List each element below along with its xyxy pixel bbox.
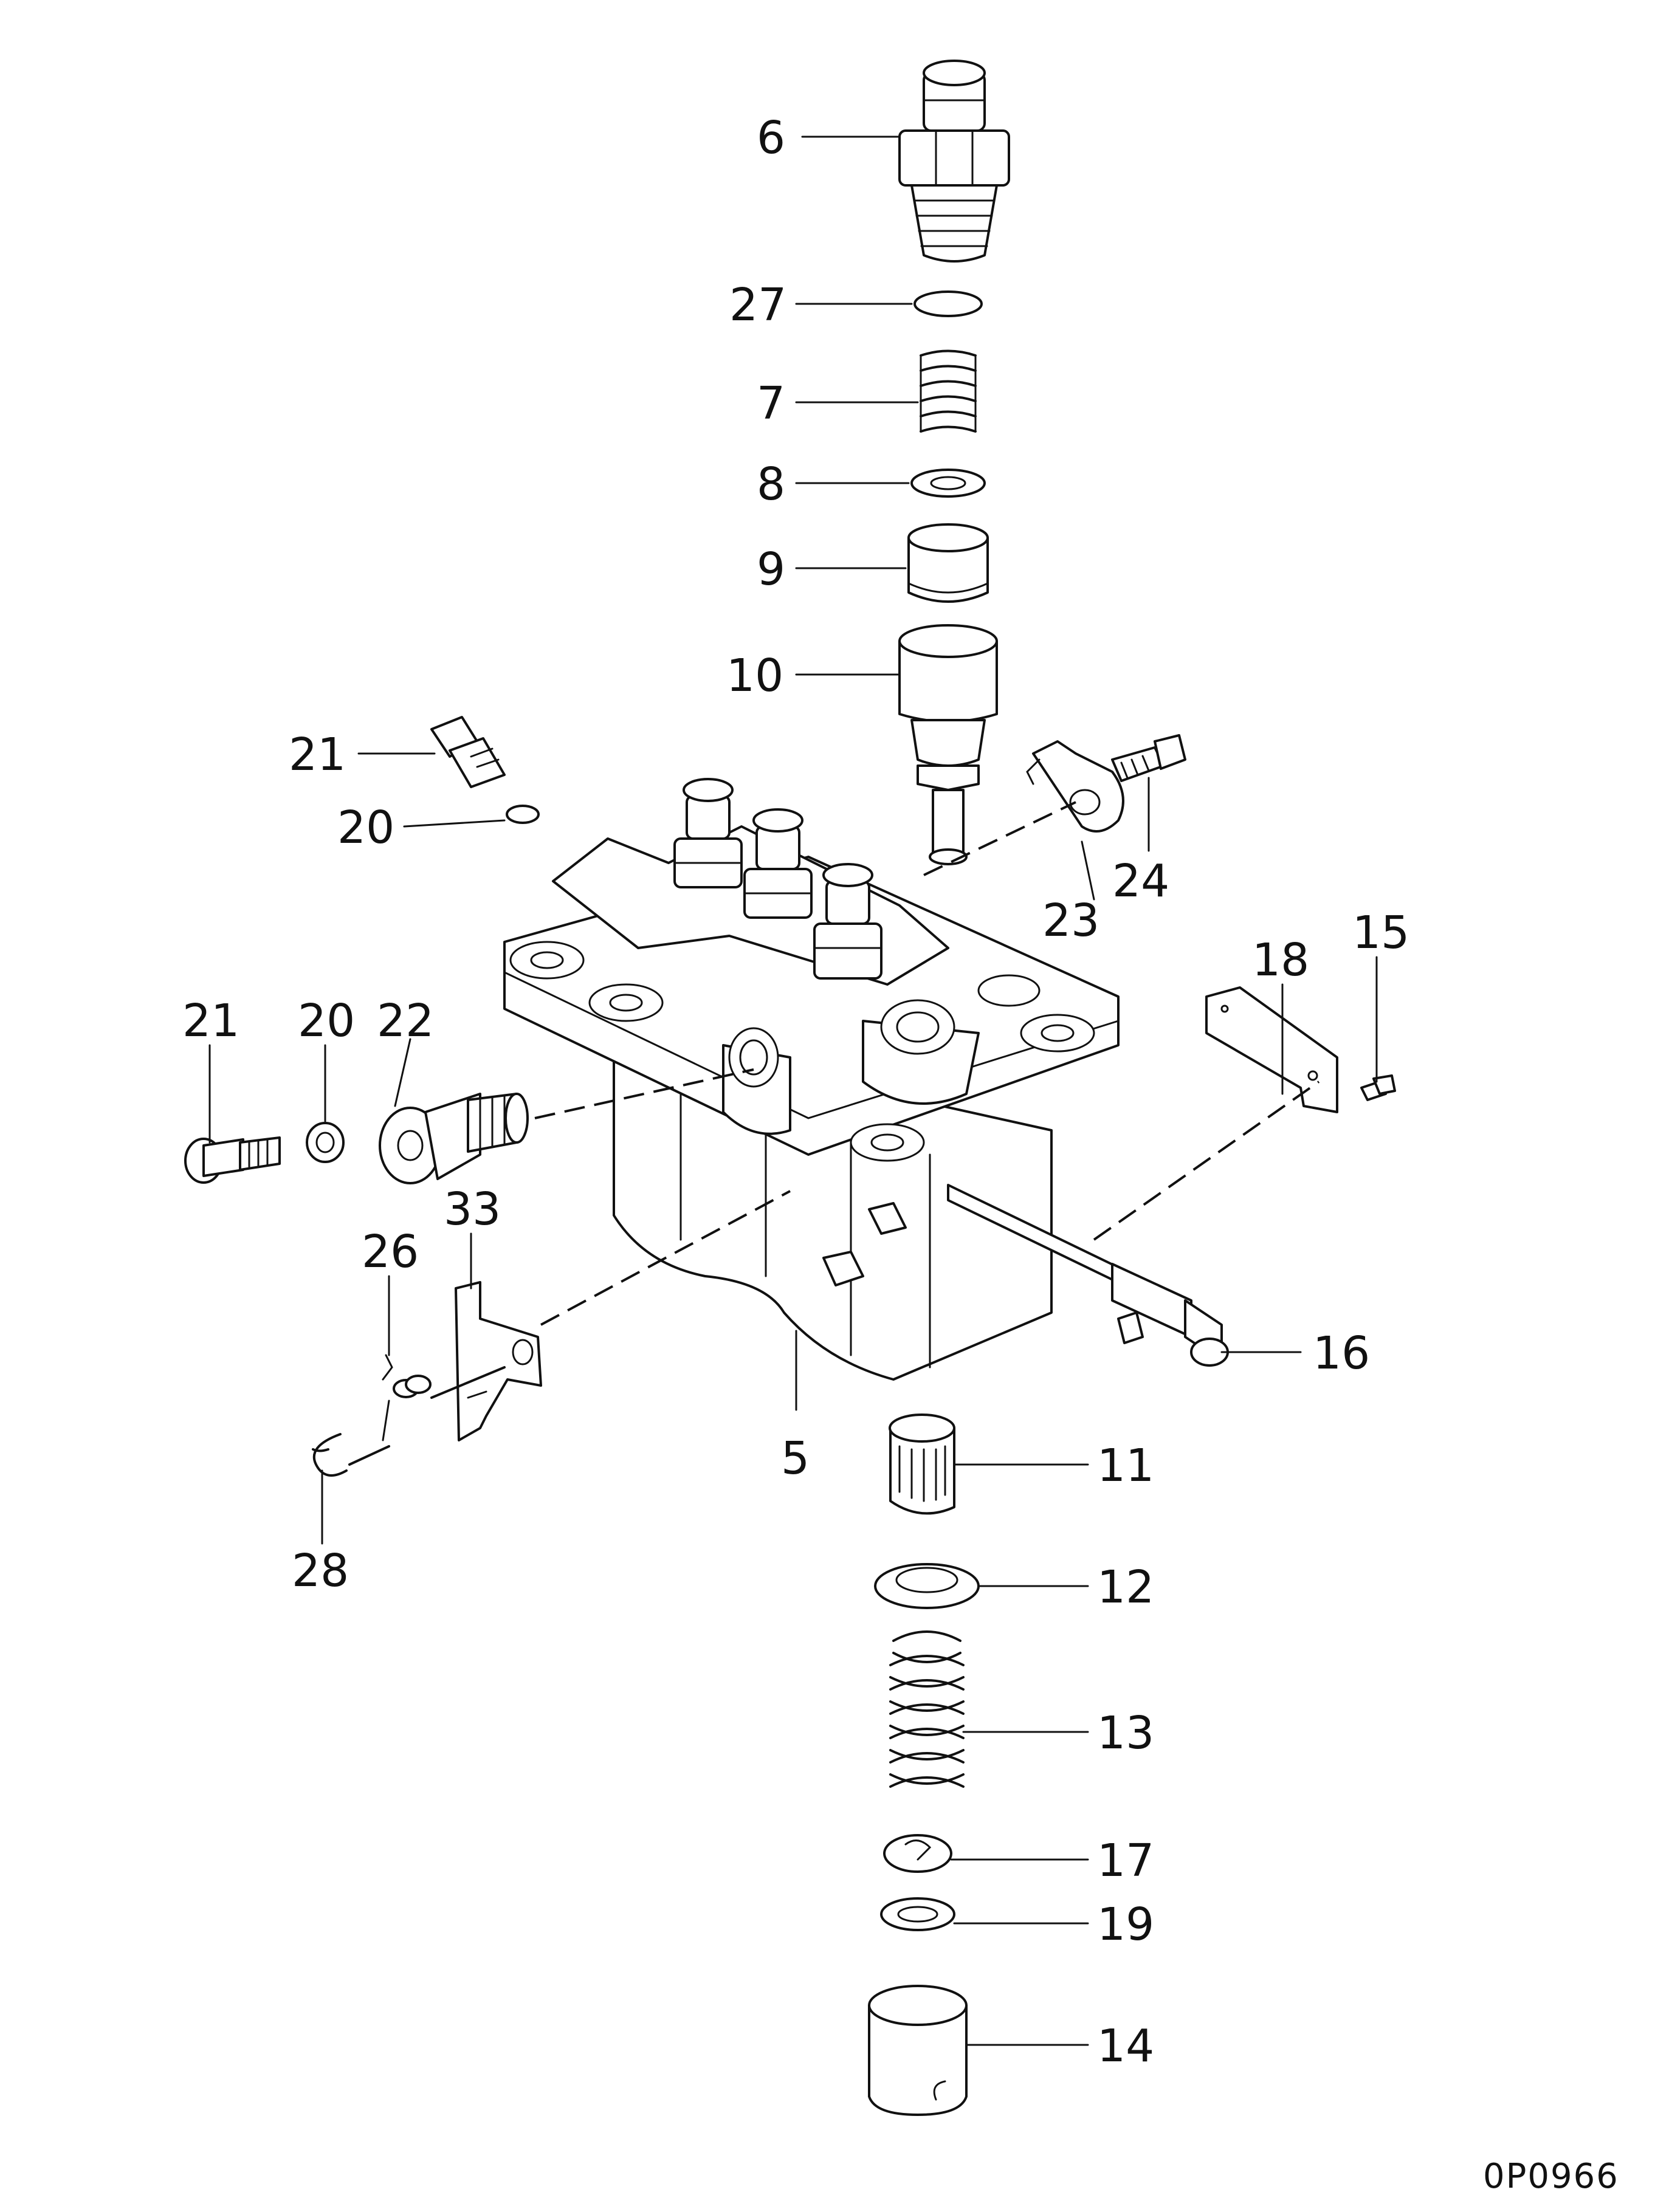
part-delivery-valve	[907, 523, 989, 603]
assembly-lines	[348, 801, 1320, 1466]
part-snap-ring	[312, 1433, 348, 1477]
part-plunger-spring	[889, 1630, 965, 1788]
part-cover-plate	[1205, 986, 1338, 1113]
part-clamp-bolt	[1111, 734, 1186, 782]
part-control-sleeve	[889, 1413, 955, 1515]
part-tappet	[868, 1985, 968, 2116]
callout-28: 28	[292, 1545, 349, 1597]
pump-housing	[503, 825, 1120, 1381]
callout-6: 6	[757, 112, 785, 164]
callout-17: 17	[1097, 1835, 1154, 1887]
callout-20-lower: 20	[298, 995, 355, 1047]
delivery-valve-holders	[673, 778, 882, 980]
part-clamp	[1026, 740, 1124, 833]
callout-15: 15	[1352, 907, 1409, 959]
callout-11: 11	[1097, 1440, 1154, 1492]
callout-23: 23	[1042, 895, 1099, 947]
part-banjo-bolt-lower	[184, 1136, 281, 1184]
part-gasket-upper	[506, 805, 540, 824]
callout-19: 19	[1097, 1898, 1154, 1951]
drawing-code: 0P0966	[1483, 2157, 1619, 2196]
callout-22: 22	[377, 995, 434, 1047]
part-spring-upper-seat	[874, 1563, 980, 1609]
callout-8: 8	[757, 458, 785, 510]
part-plate-screw	[1360, 1074, 1396, 1101]
callout-5: 5	[781, 1432, 810, 1485]
callout-12: 12	[1097, 1561, 1154, 1613]
callout-9: 9	[757, 543, 785, 596]
part-banjo-union	[379, 1093, 529, 1184]
callout-10: 10	[726, 650, 783, 702]
callout-18: 18	[1252, 934, 1309, 986]
callout-7: 7	[757, 377, 785, 430]
callout-14: 14	[1097, 2020, 1154, 2072]
part-delivery-valve-holder	[898, 60, 1010, 263]
leader-lines	[208, 136, 1378, 2046]
part-washer	[910, 469, 986, 498]
part-gasket-lower	[306, 1122, 345, 1163]
callout-26: 26	[362, 1226, 419, 1278]
callout-21-upper: 21	[289, 729, 346, 781]
part-shim	[880, 1897, 955, 1931]
part-valve-spring	[920, 349, 977, 433]
callout-21-lower: 21	[182, 995, 239, 1047]
part-spring-lower-seat	[883, 1834, 952, 1873]
callout-27: 27	[729, 279, 786, 331]
callout-33: 33	[444, 1183, 501, 1235]
callout-24: 24	[1112, 855, 1169, 907]
part-plunger	[898, 624, 998, 865]
part-spring-pin	[382, 1354, 432, 1441]
callout-13: 13	[1097, 1707, 1154, 1759]
callout-16: 16	[1313, 1327, 1370, 1379]
control-rack	[947, 1184, 1229, 1367]
part-o-ring	[913, 290, 983, 317]
callout-labels: 6 27 7 8 9 10 21 20 23 24 18 15 21 20 22…	[182, 112, 1409, 2072]
part-stop-plate	[455, 1281, 542, 1441]
part-banjo-bolt-upper	[430, 716, 506, 788]
callout-20-upper: 20	[337, 802, 394, 854]
